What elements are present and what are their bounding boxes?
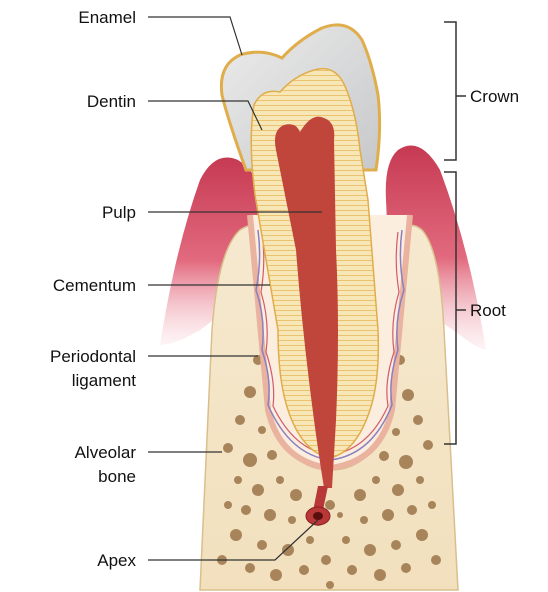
label-dentin: Dentin xyxy=(87,91,136,112)
label-apex: Apex xyxy=(97,550,136,571)
label-periodontal-line1: Periodontal xyxy=(50,346,136,367)
label-alveolar-line1: Alveolar xyxy=(75,442,136,463)
label-alveolar-line2: bone xyxy=(98,466,136,487)
label-crown: Crown xyxy=(470,86,519,107)
label-periodontal-line2: ligament xyxy=(72,370,136,391)
enamel-leader xyxy=(148,17,242,55)
crown-bracket xyxy=(444,22,456,160)
label-cementum: Cementum xyxy=(53,275,136,296)
label-enamel: Enamel xyxy=(78,7,136,28)
label-pulp: Pulp xyxy=(102,202,136,223)
label-root: Root xyxy=(470,300,506,321)
